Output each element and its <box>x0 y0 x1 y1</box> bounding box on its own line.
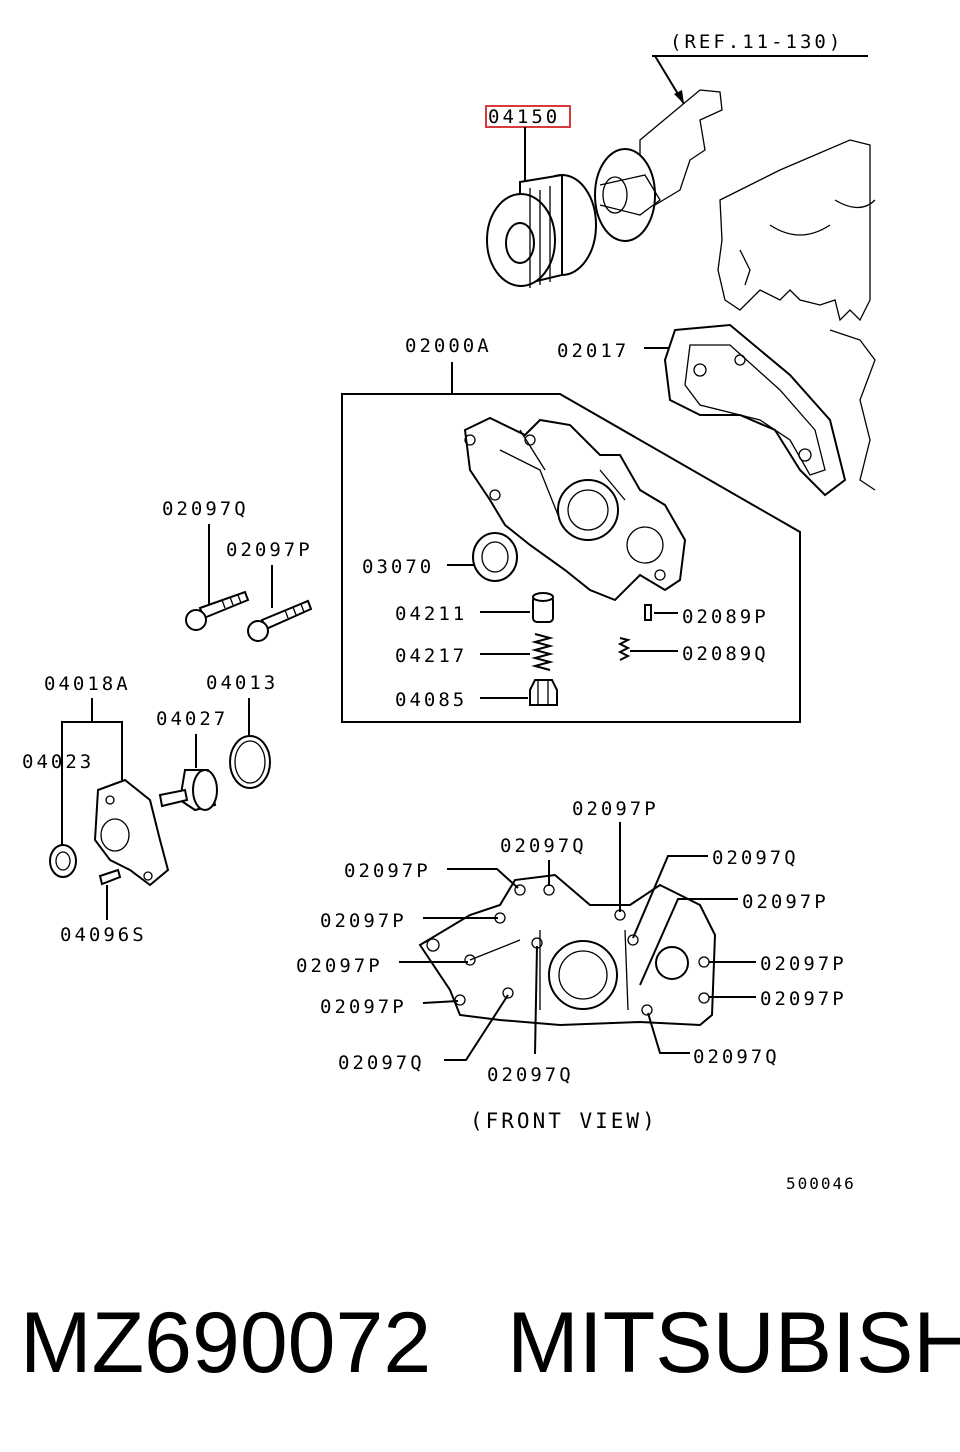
callout-04023: 04023 <box>22 751 94 773</box>
front-label-11: 02097Q <box>338 1052 425 1074</box>
oil-pump-housing-drawing <box>463 416 687 602</box>
engine-block-drawing <box>639 89 876 491</box>
part-footer: MZ690072 MITSUBISHI <box>20 1288 960 1398</box>
callout-04211: 04211 <box>395 603 467 625</box>
callout-02097q-top: 02097Q <box>162 498 249 520</box>
gasket-drawing <box>663 323 847 497</box>
callout-04150: 04150 <box>488 106 560 128</box>
box-title: 02000A <box>405 335 492 357</box>
diagram-code: 500046 <box>786 1174 856 1193</box>
front-label-7: 02097P <box>296 955 383 977</box>
front-label-13: 02097Q <box>693 1046 780 1068</box>
front-label-12: 02097Q <box>487 1064 574 1086</box>
front-label-4: 02097Q <box>712 847 799 869</box>
callout-04096s: 04096S <box>60 924 147 946</box>
callout-02089p: 02089P <box>682 606 769 628</box>
plug-drawing <box>529 679 558 706</box>
pump-gear-drawing <box>158 735 271 812</box>
callout-02089q: 02089Q <box>682 643 769 665</box>
ref-note: (REF.11-130) <box>670 31 843 53</box>
spring-drawing <box>531 633 554 671</box>
front-view-drawing <box>418 873 717 1027</box>
front-label-5: 02097P <box>320 910 407 932</box>
small-seal-drawing <box>49 844 77 878</box>
callout-02097p-top: 02097P <box>226 539 313 561</box>
front-label-1: 02097P <box>572 798 659 820</box>
callout-03070: 03070 <box>362 556 434 578</box>
plunger-drawing <box>532 592 554 623</box>
bolt-04096s-drawing <box>98 868 122 886</box>
front-label-9: 02097P <box>320 996 407 1018</box>
front-label-8: 02097P <box>760 953 847 975</box>
highlight-box <box>485 105 571 128</box>
front-label-6: 02097P <box>742 891 829 913</box>
part-number: MZ690072 <box>20 1295 432 1391</box>
pump-cover-drawing <box>93 778 170 887</box>
brand-name: MITSUBISHI <box>507 1295 960 1391</box>
oil-seal-drawing <box>472 532 518 582</box>
callout-04217: 04217 <box>395 645 467 667</box>
callout-04027: 04027 <box>156 708 228 730</box>
callout-04085: 04085 <box>395 689 467 711</box>
parts-diagram: (REF.11-130) 04150 02017 02000A <box>22 31 876 1193</box>
oil-pump-kit-box <box>341 393 801 723</box>
callout-02017: 02017 <box>557 340 629 362</box>
front-label-3: 02097P <box>344 860 431 882</box>
front-view-caption: (FRONT VIEW) <box>470 1109 658 1133</box>
filter-bracket-drawing <box>594 148 661 242</box>
bolts-drawing <box>185 590 313 642</box>
front-label-2: 02097Q <box>500 835 587 857</box>
callout-04013: 04013 <box>206 672 278 694</box>
callout-04018a: 04018A <box>44 673 131 695</box>
front-label-10: 02097P <box>760 988 847 1010</box>
oil-filter-drawing <box>486 173 597 288</box>
